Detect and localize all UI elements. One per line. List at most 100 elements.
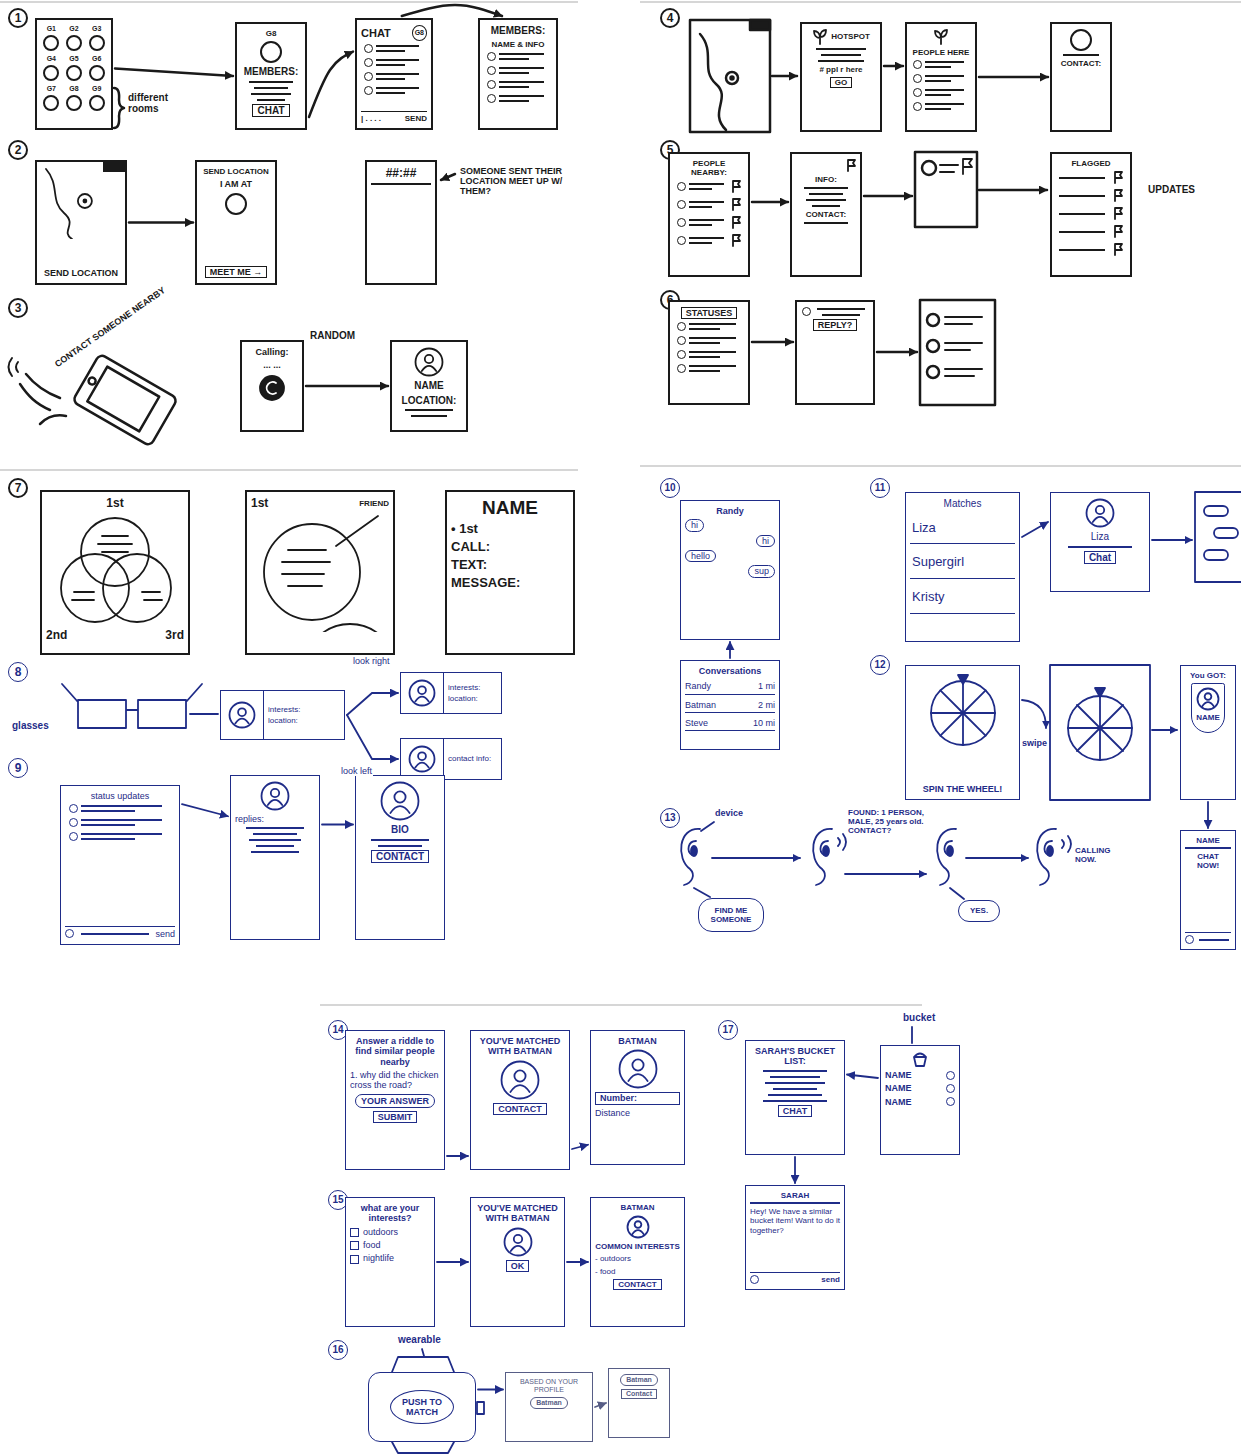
scribble-line: [689, 188, 713, 190]
wireframe-screen: FLAGGED: [1050, 152, 1132, 277]
wireframe-screen: what are your interests?outdoorsfoodnigh…: [345, 1197, 435, 1327]
wireframe-screen: ConversationsRandy1 miBatman2 miSteve10 …: [680, 660, 780, 750]
screen-text: G8: [266, 29, 277, 38]
wireframe-screen: BIOCONTACT: [355, 775, 445, 940]
screen-text: CHAT: [778, 1105, 812, 1117]
flow-arrow: [752, 201, 788, 204]
scribble-line: [689, 237, 724, 239]
item-row: CHATG8: [361, 25, 427, 41]
screen-text: SEND: [405, 114, 427, 123]
scribble-line: [1059, 177, 1105, 179]
flag-icon: [1113, 189, 1123, 202]
flow-arrow: [447, 1155, 468, 1157]
screen-text: interests:: [268, 705, 300, 714]
wireframe-screen: status updatessend: [60, 785, 180, 945]
avatar-cell: [221, 691, 264, 739]
circle-icon: [677, 350, 686, 359]
scribble-line: [249, 839, 301, 841]
circle-icon: [913, 102, 922, 111]
avatar-icon: [414, 347, 444, 377]
circle-icon: [65, 929, 74, 938]
screen-text: food: [350, 1240, 430, 1250]
room-cell: G6: [89, 55, 105, 81]
scribble-line: [689, 242, 713, 244]
step-number: 2: [8, 140, 28, 160]
screen-text: 10 mi: [753, 718, 775, 728]
screen-text: G7: [47, 85, 56, 93]
screen-text: BIO: [391, 824, 409, 836]
scribble-lines: [247, 81, 295, 101]
scribble-lines: [925, 103, 968, 110]
screen-text: Batman: [620, 1374, 658, 1386]
wireframe-screen: SEND LOCATIONI AM ATMEET ME →: [195, 160, 277, 285]
scribble-line: [773, 1088, 816, 1090]
scribble-line: [405, 409, 453, 411]
list-rows: [677, 322, 741, 373]
item-group: interests:location:: [444, 673, 501, 713]
scribble-lines: [81, 819, 170, 826]
screen-text: Kristy: [910, 582, 1015, 614]
avatar-icon: [618, 1049, 658, 1089]
circle-icon: [750, 1275, 759, 1284]
scribble-lines: [689, 323, 741, 330]
screen-text: MEET ME →: [205, 266, 268, 278]
hotspot-icon: [812, 29, 828, 45]
step-number: 3: [8, 298, 28, 318]
scribble-line: [376, 64, 405, 66]
flow-arrow: [712, 857, 800, 859]
list-row: [677, 198, 741, 211]
screen-text: MEMBERS:: [244, 66, 298, 78]
screen-text: NAME: [885, 1083, 912, 1093]
screen-text: You GOT:: [1190, 671, 1226, 680]
step-number-text: 17: [722, 1025, 733, 1035]
scribble-line: [411, 415, 448, 417]
scribble-line: [925, 89, 964, 91]
list-row: [913, 74, 968, 83]
screen-text: - outdoors: [595, 1254, 680, 1263]
scribble-line: [81, 833, 161, 835]
scribble-line: [81, 933, 149, 935]
screen-text: CALL:: [451, 540, 569, 555]
flow-arrow: [402, 5, 502, 16]
list-row: [1059, 171, 1123, 184]
swipe-arrow: [1022, 700, 1046, 728]
screen-text: ##:##: [371, 167, 431, 185]
wireframe-screen: Answer a riddle to find similar people n…: [345, 1030, 445, 1170]
screen-text: 1. why did the chicken cross the road?: [350, 1070, 440, 1091]
wireframe-screen: BatmanContact: [608, 1368, 670, 1438]
list-row: [1059, 189, 1123, 202]
list-row: [364, 58, 425, 67]
room-cell: G1: [43, 25, 59, 51]
screen-text: 2nd: [46, 629, 67, 643]
scribble-lines: [368, 839, 432, 847]
wireframe-screen: INFO:CONTACT:: [790, 152, 862, 277]
item-row: Batman2 mi: [685, 698, 775, 713]
list-row: [487, 80, 550, 89]
screen-text: send: [821, 1275, 840, 1284]
circle-icon: [677, 364, 686, 373]
flow-arrow: [1152, 539, 1192, 541]
scribble-line: [1059, 213, 1105, 215]
scribble-line: [499, 81, 544, 83]
leader-line: [911, 1027, 913, 1043]
screen-text: Steve: [685, 718, 708, 728]
circle-icon: [260, 41, 282, 63]
screen-text: YOU'VE MATCHED WITH BATMAN: [475, 1036, 565, 1057]
wireframe-screen: You GOT:NAME: [1180, 665, 1236, 800]
flag-icon: [731, 216, 741, 229]
flow-arrow: [864, 195, 912, 198]
list-rows: [677, 180, 741, 247]
list-rows: [487, 52, 550, 103]
leader-line: [422, 1349, 424, 1356]
list-row: [1059, 207, 1123, 220]
scribble-line: [689, 224, 713, 226]
screen-text: outdoors: [350, 1227, 430, 1237]
scribble-line: [765, 1082, 824, 1084]
list-row: [677, 180, 741, 193]
screen-text: FLAGGED: [1071, 159, 1110, 168]
scribble-lines: [759, 1070, 831, 1102]
screen-text: BASED ON YOUR PROFILE: [510, 1378, 588, 1394]
screen-text: STATUSES: [681, 307, 738, 319]
list-row: [677, 336, 741, 345]
flow-arrow: [595, 1403, 606, 1407]
